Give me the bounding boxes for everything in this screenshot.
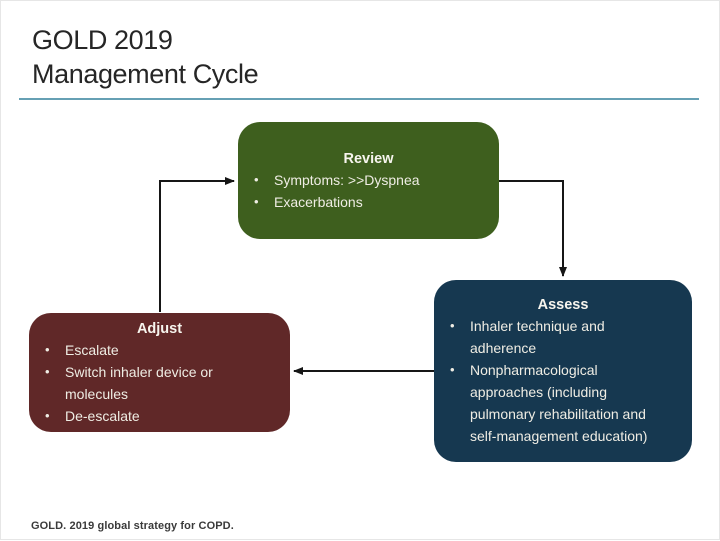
assess-box-title: Assess	[537, 297, 589, 313]
connector-adjust-to-review-arrow	[159, 177, 235, 312]
title-divider-rule	[19, 98, 699, 100]
review-box-title: Review	[343, 150, 394, 167]
slide-title-line1: GOLD 2019	[32, 25, 173, 55]
adjust-box: Adjust Escalate Switch inhaler device or…	[29, 313, 290, 432]
assess-bullet-nonpharmacological: Nonpharmacological approaches (including…	[434, 359, 692, 447]
adjust-bullet-de-escalate: De-escalate	[29, 405, 290, 427]
assess-bullet-inhaler-technique: Inhaler technique and adherence	[434, 315, 692, 359]
connector-review-to-assess-arrow	[499, 180, 567, 277]
review-bullet-list: Symptoms: >>Dyspnea Exacerbations	[238, 169, 499, 213]
assess-bullet-list: Inhaler technique and adherence Nonpharm…	[434, 315, 692, 447]
adjust-box-title: Adjust	[136, 320, 183, 337]
adjust-bullet-switch-inhaler: Switch inhaler device or molecules	[29, 361, 290, 405]
review-box: Review Symptoms: >>Dyspnea Exacerbations	[238, 122, 499, 239]
assess-box: Assess Inhaler technique and adherence N…	[434, 280, 692, 462]
slide-title: GOLD 2019 Management Cycle	[32, 23, 259, 91]
footer-citation: GOLD. 2019 global strategy for COPD.	[31, 520, 234, 532]
slide-title-line2: Management Cycle	[32, 59, 259, 89]
review-bullet-symptoms: Symptoms: >>Dyspnea	[238, 169, 499, 191]
review-bullet-exacerbations: Exacerbations	[238, 191, 499, 213]
adjust-bullet-list: Escalate Switch inhaler device or molecu…	[29, 339, 290, 427]
adjust-bullet-escalate: Escalate	[29, 339, 290, 361]
